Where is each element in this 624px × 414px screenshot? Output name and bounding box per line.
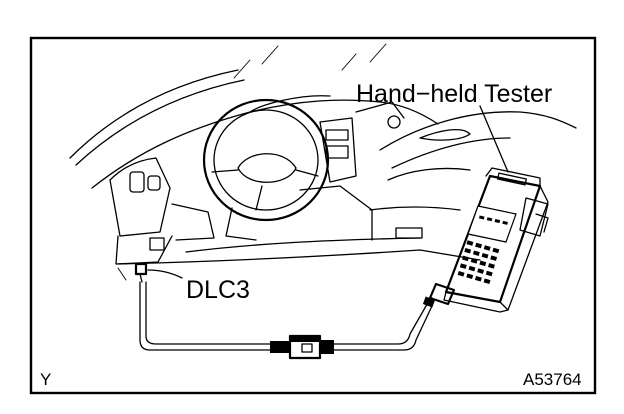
dlc3-label: DLC3 (186, 276, 250, 304)
dlc3-leader-line (147, 269, 183, 279)
figure-id-label: A53764 (523, 370, 582, 389)
tester-leader-line (479, 105, 509, 173)
figure-frame (29, 36, 597, 395)
car-interior-illustration (69, 43, 577, 281)
tester-label: Hand−held Tester (356, 80, 552, 108)
hand-held-tester-illustration (425, 167, 549, 313)
corner-code-label: Y (40, 370, 51, 389)
diagnostic-cable (134, 262, 436, 360)
